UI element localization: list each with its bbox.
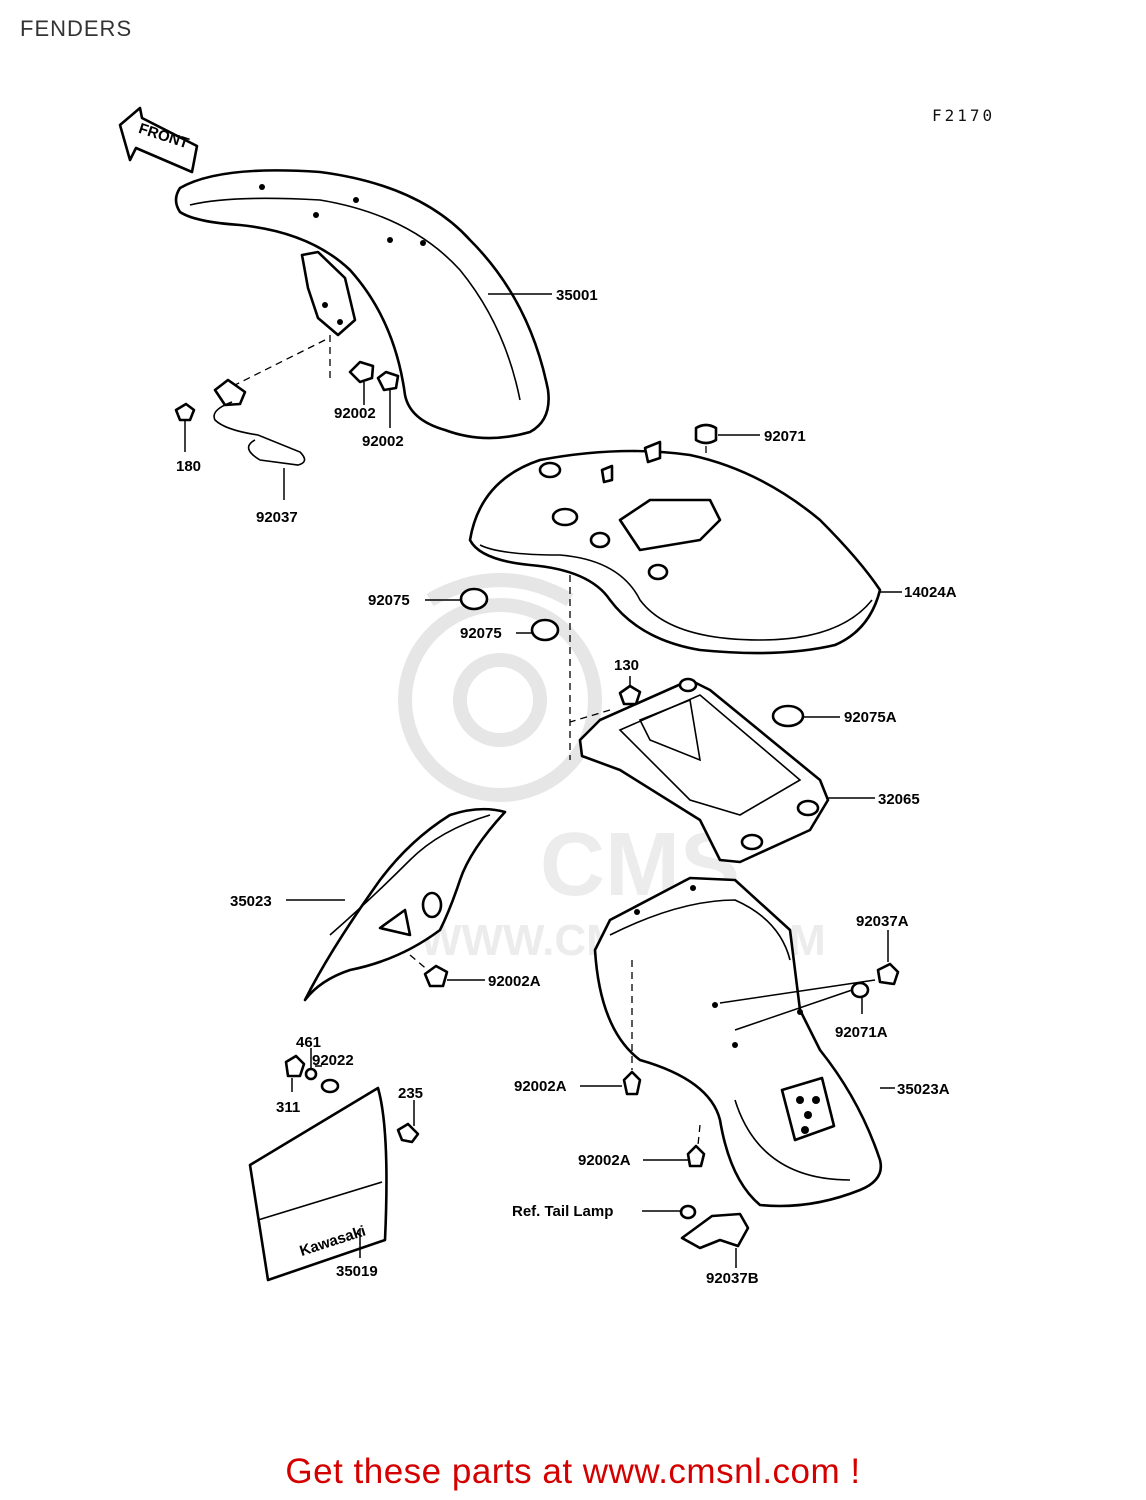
label-32065: 32065	[878, 791, 920, 808]
cap-92075A	[771, 704, 805, 728]
label-ref-tail-lamp: Ref. Tail Lamp	[512, 1203, 613, 1220]
label-130: 130	[614, 657, 639, 674]
label-35023: 35023	[230, 893, 272, 910]
nut-461-311	[284, 1054, 340, 1094]
diagram-ref-code: F2170	[932, 106, 996, 125]
label-92002A-b: 92002A	[514, 1078, 567, 1095]
label-14024A: 14024A	[904, 584, 957, 601]
label-92075-a: 92075	[368, 592, 410, 609]
label-92037B: 92037B	[706, 1270, 759, 1287]
rear-fender-35023A	[593, 876, 883, 1208]
label-92037A: 92037A	[856, 913, 909, 930]
tail-lamp-bracket-92037B	[679, 1204, 750, 1250]
label-92075-b: 92075	[460, 625, 502, 642]
bolt-92002	[348, 360, 400, 392]
screw-235	[396, 1122, 420, 1144]
label-35001: 35001	[556, 287, 598, 304]
grommet-92071	[694, 423, 718, 445]
rear-inner-fender-14024A	[468, 440, 882, 655]
mud-flap-35019: Kawasaki	[248, 1086, 388, 1282]
label-92002A-a: 92002A	[488, 973, 541, 990]
side-cover-35023	[303, 807, 507, 1002]
wire-guide-92037	[213, 378, 306, 466]
label-92075A: 92075A	[844, 709, 897, 726]
label-92071A: 92071A	[835, 1024, 888, 1041]
label-92002-b: 92002	[362, 433, 404, 450]
front-fender-35001	[174, 169, 550, 440]
page-title: FENDERS	[20, 16, 133, 41]
label-92037: 92037	[256, 509, 298, 526]
label-235: 235	[398, 1085, 423, 1102]
label-92022: 92022	[312, 1052, 354, 1069]
label-461: 461	[296, 1034, 321, 1051]
grommet-92075	[459, 587, 560, 642]
grommet-92071A	[850, 981, 870, 999]
clip-92037A	[876, 962, 900, 986]
bracket-32065	[578, 677, 830, 864]
label-35023A: 35023A	[897, 1081, 950, 1098]
promo-link-text[interactable]: Get these parts at www.cmsnl.com !	[285, 1452, 861, 1491]
label-92002A-c: 92002A	[578, 1152, 631, 1169]
front-arrow: FRONT	[118, 106, 199, 174]
bolt-92002A-b	[622, 1070, 642, 1096]
bolt-92002A-c	[686, 1144, 706, 1168]
bolt-130	[618, 684, 642, 706]
label-311: 311	[276, 1099, 300, 1116]
label-92071: 92071	[764, 428, 806, 445]
label-180: 180	[176, 458, 201, 475]
screw-180	[174, 402, 196, 422]
bolt-92002A-a	[423, 964, 449, 988]
label-92002-a: 92002	[334, 405, 376, 422]
label-35019: 35019	[336, 1263, 378, 1280]
